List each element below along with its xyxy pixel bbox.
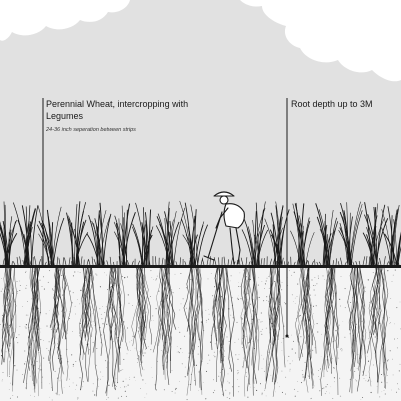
root-system bbox=[183, 267, 204, 396]
root-system bbox=[47, 267, 72, 396]
soil-texture bbox=[0, 269, 401, 401]
farmer-hoe-handle bbox=[207, 211, 223, 259]
cloud-right bbox=[240, 0, 401, 82]
legume-groundcover bbox=[0, 256, 400, 266]
wheat-plants bbox=[0, 200, 401, 266]
wheat-clump bbox=[315, 203, 339, 266]
wheat-clump bbox=[241, 201, 269, 266]
farmer-leg-front bbox=[229, 227, 235, 265]
leader-dot-right bbox=[285, 334, 289, 338]
wheat-clump bbox=[86, 202, 112, 266]
farmer-hoe-blade bbox=[203, 255, 215, 261]
root-system bbox=[1, 267, 17, 392]
root-system bbox=[295, 267, 317, 393]
wheat-clump bbox=[179, 200, 208, 266]
wheat-clump bbox=[381, 205, 401, 266]
root-system bbox=[347, 267, 367, 394]
farmer-hat bbox=[213, 191, 235, 197]
wheat-clump bbox=[155, 201, 186, 266]
farmer-leg-back bbox=[235, 227, 241, 265]
clouds bbox=[0, 0, 401, 82]
root-system bbox=[367, 267, 389, 394]
root-system bbox=[264, 267, 286, 397]
farmer-figure bbox=[203, 191, 245, 265]
root-system bbox=[78, 267, 103, 397]
root-system bbox=[152, 267, 177, 390]
root-systems bbox=[1, 267, 389, 397]
wheat-clump bbox=[264, 201, 290, 266]
root-system bbox=[320, 267, 340, 396]
wheat-clump bbox=[338, 201, 363, 266]
wheat-clump bbox=[290, 202, 315, 266]
annotation-left-subtitle: 24-36 inch seperation between strips bbox=[46, 127, 136, 133]
wheat-clump bbox=[36, 204, 65, 266]
root-system bbox=[131, 267, 152, 377]
farmer-torso bbox=[223, 203, 245, 229]
ground-line bbox=[0, 265, 401, 268]
farmer-head bbox=[219, 195, 229, 205]
cloud-left bbox=[0, 0, 130, 41]
wheat-clump bbox=[66, 201, 89, 266]
wheat-clump bbox=[113, 203, 136, 266]
root-system bbox=[103, 267, 129, 396]
wheat-clump bbox=[12, 202, 39, 266]
annotation-right-title: Root depth up to 3M bbox=[291, 99, 373, 109]
annotation-left-title: Perennial Wheat, intercropping with Legu… bbox=[46, 99, 189, 121]
wheat-clump bbox=[0, 201, 18, 266]
root-system bbox=[240, 267, 260, 397]
root-system bbox=[210, 267, 235, 397]
root-system bbox=[23, 267, 43, 397]
